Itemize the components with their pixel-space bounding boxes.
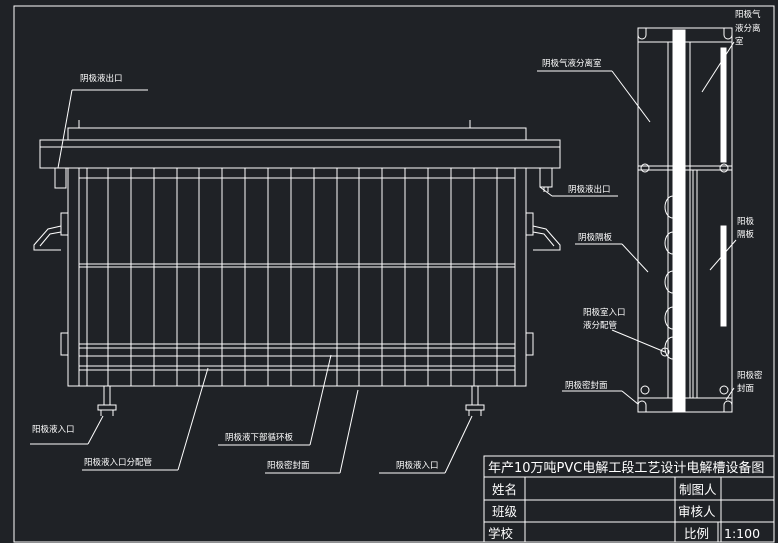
label-cathode-partition-left: 阴极隔板 xyxy=(578,232,613,243)
label-anode-seal-right-2: 封面 xyxy=(737,383,755,394)
label-anode-chamber-inlet-1: 阳极室入口 xyxy=(583,307,626,318)
front-view-labels: 阴极液出口 阴极液出口 阳极液入口 阳极液入口分配管 阴极液下部循环板 阳极密封… xyxy=(32,73,611,471)
label-gas-separation-right-1: 阳极气 xyxy=(735,9,761,20)
reviewer-label: 审核人 xyxy=(678,504,716,519)
label-anode-chamber-inlet-2: 液分配管 xyxy=(583,320,617,331)
front-view-cell xyxy=(33,120,561,416)
label-gas-separation-right-3: 室 xyxy=(735,36,744,47)
label-anode-inlet-left: 阳极液入口 xyxy=(32,424,75,435)
label-gas-separation-right-2: 液分离 xyxy=(735,23,761,34)
label-anode-outlet-mid: 阴极液出口 xyxy=(568,184,611,195)
label-gas-separation-left: 阴极气液分离室 xyxy=(542,58,602,69)
title-block xyxy=(483,455,775,543)
label-anode-seal-right-1: 阳极密 xyxy=(737,370,763,381)
scale-label: 比例 xyxy=(684,526,709,541)
side-section-view xyxy=(637,27,733,413)
leader-lines xyxy=(30,41,737,474)
label-cathode-seal-left: 阴极密封面 xyxy=(565,380,608,391)
label-anode-inlet-right: 阴极液入口 xyxy=(396,460,439,471)
class-label: 班级 xyxy=(492,504,518,519)
label-lower-circulation: 阴极液下部循环板 xyxy=(225,432,294,443)
label-inlet-distributor: 阳极液入口分配管 xyxy=(84,457,152,468)
label-sealing-face-front: 阳极密封面 xyxy=(267,460,310,471)
label-anode-partition-right-1: 阳极 xyxy=(737,216,755,227)
drawing-frame xyxy=(13,5,775,543)
side-view-labels: 阴极气液分离室 阳极气 液分离 室 阴极隔板 阳极 隔板 阳极室入口 液分配管 … xyxy=(542,9,763,394)
label-anode-outlet-top: 阴极液出口 xyxy=(80,73,123,84)
school-label: 学校 xyxy=(488,526,514,541)
drawer-label: 制图人 xyxy=(679,482,717,497)
drawing-title: 年产10万吨PVC电解工段工艺设计电解槽设备图 xyxy=(488,460,764,476)
scale-value: 1:100 xyxy=(724,526,760,541)
label-anode-partition-right-2: 隔板 xyxy=(737,229,755,240)
title-block-text: 年产10万吨PVC电解工段工艺设计电解槽设备图 姓名 班级 学校 制图人 审核人… xyxy=(488,460,764,541)
name-label: 姓名 xyxy=(492,482,517,497)
